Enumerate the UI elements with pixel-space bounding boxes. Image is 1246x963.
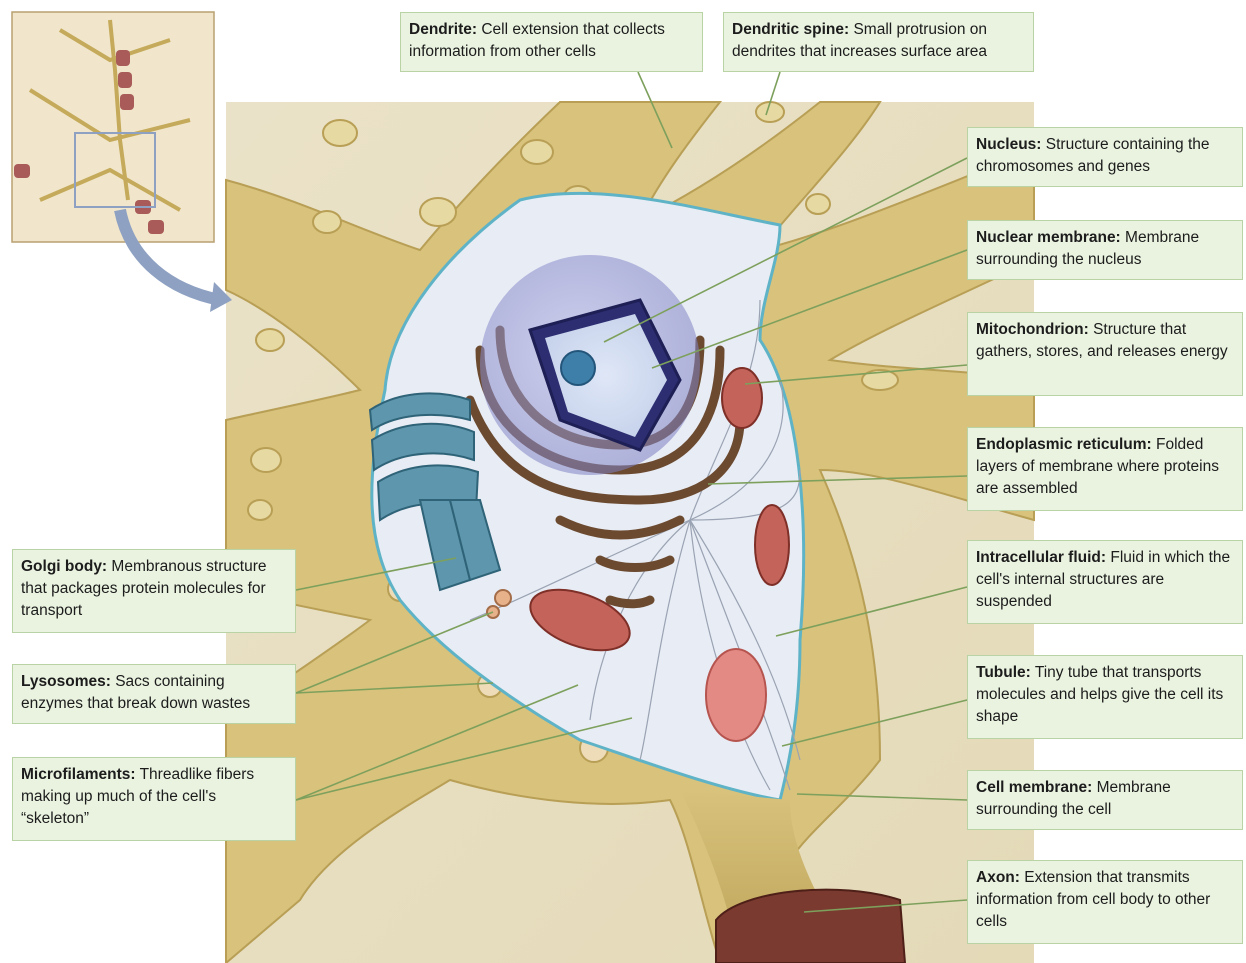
- label-nuclear-membrane-term: Nuclear membrane:: [976, 229, 1121, 246]
- nucleolus: [561, 351, 595, 385]
- label-tubule-term: Tubule:: [976, 664, 1031, 681]
- label-nucleus-term: Nucleus:: [976, 136, 1041, 153]
- label-golgi-body: Golgi body: Membranous structure that pa…: [12, 549, 296, 633]
- label-endoplasmic-reticulum-term: Endoplasmic reticulum:: [976, 436, 1152, 453]
- label-dendrite: Dendrite: Cell extension that collects i…: [400, 12, 703, 72]
- label-nucleus: Nucleus: Structure containing the chromo…: [967, 127, 1243, 187]
- label-dendritic-spine: Dendritic spine: Small protrusion on den…: [723, 12, 1034, 72]
- label-endoplasmic-reticulum: Endoplasmic reticulum: Folded layers of …: [967, 427, 1243, 511]
- vesicle: [706, 649, 766, 741]
- label-axon-term: Axon:: [976, 869, 1020, 886]
- label-microfilaments: Microfilaments: Threadlike fibers making…: [12, 757, 296, 841]
- label-cell-membrane-term: Cell membrane:: [976, 779, 1092, 796]
- label-axon: Axon: Extension that transmits informati…: [967, 860, 1243, 944]
- label-mitochondrion: Mitochondrion: Structure that gathers, s…: [967, 312, 1243, 396]
- label-cell-membrane: Cell membrane: Membrane surrounding the …: [967, 770, 1243, 830]
- label-dendritic-spine-term: Dendritic spine:: [732, 21, 849, 38]
- label-lysosomes: Lysosomes: Sacs containing enzymes that …: [12, 664, 296, 724]
- label-intracellular-fluid-term: Intracellular fluid:: [976, 549, 1106, 566]
- label-golgi-body-term: Golgi body:: [21, 558, 107, 575]
- label-dendrite-term: Dendrite:: [409, 21, 477, 38]
- label-nuclear-membrane: Nuclear membrane: Membrane surrounding t…: [967, 220, 1243, 280]
- label-mitochondrion-term: Mitochondrion:: [976, 321, 1089, 338]
- label-lysosomes-term: Lysosomes:: [21, 673, 111, 690]
- label-microfilaments-term: Microfilaments:: [21, 766, 136, 783]
- label-tubule: Tubule: Tiny tube that transports molecu…: [967, 655, 1243, 739]
- label-intracellular-fluid: Intracellular fluid: Fluid in which the …: [967, 540, 1243, 624]
